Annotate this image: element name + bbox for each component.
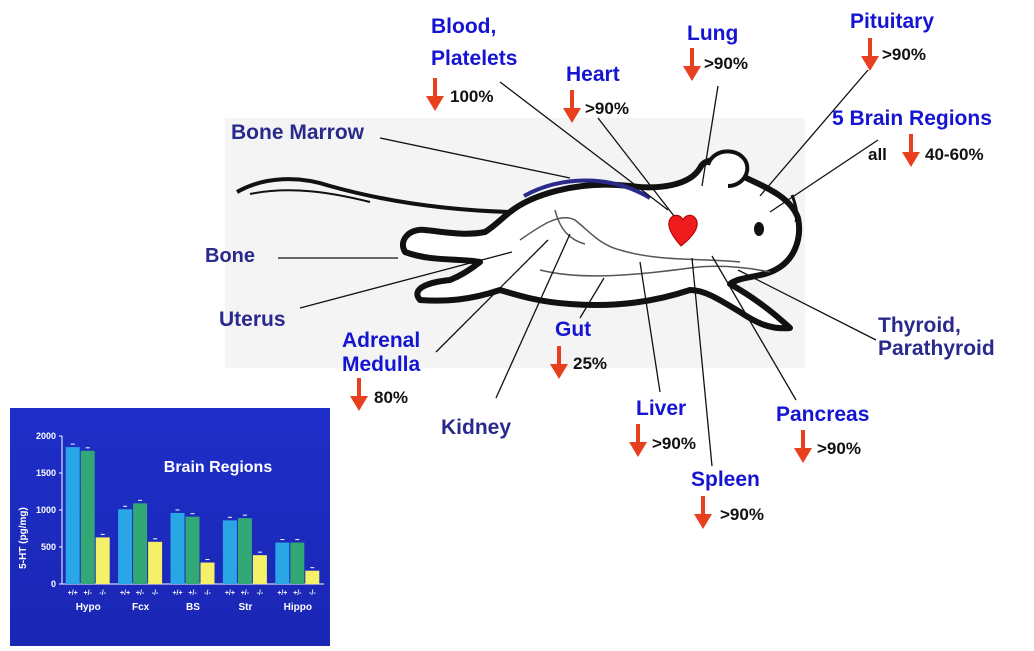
pct-brain: 40-60% — [925, 145, 984, 165]
genotype-label: +/+ — [277, 590, 287, 597]
pct-pancreas: >90% — [817, 439, 861, 459]
down-arrow-icon — [901, 134, 921, 168]
label-adrenal: Adrenal — [342, 329, 420, 352]
genotype-label: +/+ — [120, 590, 130, 597]
label-medulla: Medulla — [342, 353, 420, 376]
pct-blood: 100% — [450, 87, 493, 107]
down-arrow-icon — [793, 430, 813, 464]
genotype-label: +/- — [241, 590, 250, 597]
bar-hippo-2 — [305, 571, 319, 584]
y-tick-label: 500 — [41, 542, 56, 552]
genotype-label: +/- — [188, 590, 197, 597]
label-thyroid: Thyroid, — [878, 314, 961, 337]
genotype-label: +/- — [293, 590, 302, 597]
down-arrow-icon — [562, 90, 582, 124]
pct-adrenal: 80% — [374, 388, 408, 408]
bar-fcx-0 — [118, 509, 132, 584]
bar-str-0 — [223, 520, 237, 584]
bar-hippo-1 — [290, 543, 304, 584]
label-uterus: Uterus — [219, 308, 286, 331]
bar-fcx-1 — [133, 503, 147, 584]
down-arrow-icon — [682, 48, 702, 82]
pct-lung: >90% — [704, 54, 748, 74]
label-bone: Bone — [205, 245, 255, 268]
label-heart: Heart — [566, 63, 620, 86]
y-tick-label: 2000 — [36, 431, 56, 441]
label-kidney: Kidney — [441, 416, 511, 439]
pct-liver: >90% — [652, 434, 696, 454]
genotype-label: -/- — [152, 590, 159, 597]
genotype-label: +/- — [136, 590, 145, 597]
label-parathyroid: Parathyroid — [878, 337, 995, 360]
down-arrow-icon — [628, 424, 648, 458]
category-label: Hippo — [284, 602, 312, 613]
y-axis-label: 5-HT (pg/mg) — [18, 507, 29, 569]
genotype-label: -/- — [204, 590, 211, 597]
bar-hypo-2 — [96, 537, 110, 584]
y-tick-label: 1500 — [36, 468, 56, 478]
down-arrow-icon — [425, 78, 445, 112]
bar-bs-0 — [171, 513, 185, 584]
pct-brain-all: all — [868, 145, 887, 165]
pct-gut: 25% — [573, 354, 607, 374]
label-pituitary: Pituitary — [850, 10, 934, 33]
pct-pituitary: >90% — [882, 45, 926, 65]
label-platelets: Platelets — [431, 47, 517, 70]
label-gut: Gut — [555, 318, 591, 341]
category-label: Fcx — [132, 602, 150, 613]
label-blood: Blood, — [431, 15, 496, 38]
label-bone-marrow: Bone Marrow — [231, 121, 364, 144]
bar-fcx-2 — [148, 542, 162, 584]
bar-hypo-1 — [81, 451, 95, 584]
chart-svg: Brain Regions 5-HT (pg/mg) 0 500 1000 1500 2… — [10, 408, 330, 646]
label-brain-regions: 5 Brain Regions — [832, 107, 992, 130]
category-label: Hypo — [76, 602, 101, 613]
genotype-label: -/- — [257, 590, 264, 597]
bar-bs-2 — [201, 563, 215, 584]
pct-heart: >90% — [585, 99, 629, 119]
chart-title: Brain Regions — [164, 459, 273, 476]
bar-str-1 — [238, 518, 252, 584]
genotype-label: -/- — [309, 590, 316, 597]
category-label: BS — [186, 602, 200, 613]
down-arrow-icon — [860, 38, 880, 72]
label-lung: Lung — [687, 22, 738, 45]
down-arrow-icon — [693, 496, 713, 530]
label-liver: Liver — [636, 397, 686, 420]
bar-hypo-0 — [66, 447, 80, 584]
down-arrow-icon — [549, 346, 569, 380]
pct-spleen: >90% — [720, 505, 764, 525]
label-spleen: Spleen — [691, 468, 760, 491]
down-arrow-icon — [349, 378, 369, 412]
genotype-label: +/+ — [172, 590, 182, 597]
y-tick-label: 0 — [51, 579, 56, 589]
bar-bs-1 — [186, 517, 200, 584]
genotype-label: +/+ — [225, 590, 235, 597]
brain-regions-chart: Brain Regions 5-HT (pg/mg) 0 500 1000 1500 2… — [10, 408, 330, 646]
y-tick-label: 1000 — [36, 505, 56, 515]
genotype-label: +/- — [84, 590, 93, 597]
bar-hippo-0 — [275, 543, 289, 584]
bar-str-2 — [253, 555, 267, 584]
category-label: Str — [238, 602, 252, 613]
genotype-label: +/+ — [68, 590, 78, 597]
label-pancreas: Pancreas — [776, 403, 869, 426]
genotype-label: -/- — [99, 590, 106, 597]
